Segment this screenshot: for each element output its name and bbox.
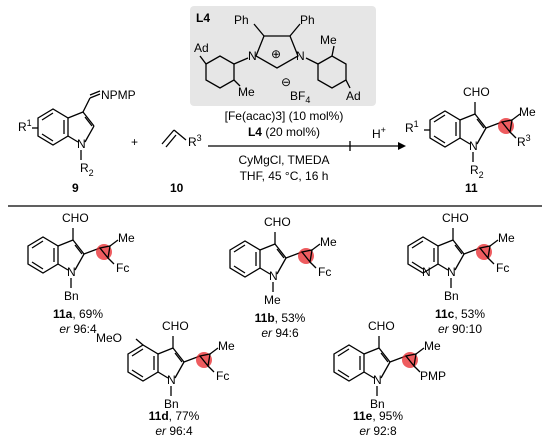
product-11-structure: [429, 101, 521, 163]
example-11c-er: er 90:10: [438, 322, 482, 336]
example-11d: MeO CHO Me Fc N Bn 11d, 77% er 96:4: [96, 319, 235, 438]
example-11a-cho: CHO: [62, 211, 89, 225]
ligand-ad-left: Ad: [194, 41, 209, 55]
product-11-label: 11: [465, 181, 478, 195]
ligand-loading: L4 (20 mol%): [248, 125, 320, 139]
ligand-imidazolinium-ring: [255, 35, 299, 69]
example-11c-yield: 11c, 53%: [435, 307, 485, 321]
example-11c: CHO Me Fc N N Bn 11c, 53% er 90:10: [407, 211, 515, 336]
example-11c-sub: Fc: [496, 261, 509, 275]
example-11c-n: N: [447, 265, 456, 279]
ligand-me-left: Me: [238, 85, 255, 99]
reactant-10: [161, 129, 187, 148]
reactant-10-r3: R3: [188, 133, 202, 149]
example-11e-me: Me: [424, 339, 441, 353]
example-11c-me: Me: [498, 231, 515, 245]
ligand-n-right: N: [296, 49, 305, 63]
example-11b-er: er 94:6: [261, 326, 299, 340]
reactant-9-n: N: [77, 137, 86, 151]
example-11a-yield: 11a, 69%: [53, 307, 103, 321]
catalyst-line: [Fe(acac)3] (10 mol%): [225, 109, 344, 123]
product-11-n: N: [469, 139, 478, 153]
ligand-name: L4: [196, 11, 210, 25]
example-11b-cho: CHO: [264, 215, 291, 229]
example-11b: CHO Me Fc N Me 11b, 53% er 94:6: [229, 215, 337, 340]
example-11e-nsub: Bn: [370, 397, 385, 411]
example-11b-me: Me: [320, 235, 337, 249]
ligand-ph-left: Ph: [234, 13, 249, 27]
ligand-ph-right: Ph: [300, 13, 315, 27]
product-11-r3: R3: [517, 133, 531, 149]
ligand-n-left: N: [248, 49, 257, 63]
example-11d-cho: CHO: [162, 319, 189, 333]
example-11c-cho: CHO: [442, 211, 469, 225]
example-11a-n: N: [67, 265, 76, 279]
reactant-10-label: 10: [170, 181, 184, 195]
product-11-r2: R2: [470, 163, 484, 180]
example-11e-cho: CHO: [368, 319, 395, 333]
example-11a-sub: Fc: [116, 261, 129, 275]
example-11e-yield: 11e, 95%: [353, 409, 403, 423]
ligand-counterion: BF4: [290, 89, 310, 105]
reactant-9-r1: R1: [18, 118, 32, 134]
ligand-me-right: Me: [320, 33, 337, 47]
example-11c-ring-n: N: [422, 265, 431, 279]
reaction-arrow-head: [398, 142, 406, 150]
example-11d-yield: 11d, 77%: [149, 409, 200, 423]
example-11c-nsub: Bn: [444, 289, 459, 303]
example-11d-meo: MeO: [96, 331, 122, 345]
example-11a-er: er 96:4: [59, 322, 97, 336]
reactant-9-label: 9: [72, 181, 79, 195]
example-11b-n: N: [269, 269, 278, 283]
example-11d-er: er 96:4: [155, 424, 193, 438]
example-11b-sub: Fc: [318, 265, 331, 279]
product-11-me: Me: [519, 105, 536, 119]
example-11e: CHO Me PMP N Bn 11e, 95% er 92:8: [333, 319, 446, 438]
reagents-line: CyMgCl, TMEDA: [238, 153, 329, 167]
example-11a-me: Me: [118, 231, 135, 245]
acid-workup: H+: [372, 125, 386, 141]
ligand-ad-right: Ad: [346, 89, 361, 103]
plus-sign: +: [131, 135, 138, 149]
example-11e-sub: PMP: [420, 369, 446, 383]
example-11b-nsub: Me: [264, 293, 281, 307]
reactant-9: [32, 90, 101, 160]
example-11e-er: er 92:8: [359, 424, 397, 438]
product-11-cho: CHO: [463, 85, 490, 99]
conditions-line: THF, 45 °C, 16 h: [240, 169, 329, 183]
ligand-panel: L4 Ph Ph N N ⊕ Ad Me Me Ad ⊖ BF4: [190, 6, 376, 106]
example-11a: CHO Me Fc N Bn 11a, 69% er 96:4: [27, 211, 135, 336]
example-11a-nsub: Bn: [64, 289, 79, 303]
example-11d-me: Me: [218, 339, 235, 353]
reactant-9-imine: NPMP: [101, 88, 136, 102]
example-11d-sub: Fc: [216, 369, 229, 383]
reactant-9-r2: R2: [80, 161, 94, 178]
ligand-plus-charge: ⊕: [271, 47, 281, 61]
ligand-minus-charge: ⊖: [281, 75, 291, 89]
example-11d-nsub: Bn: [164, 397, 179, 411]
example-11b-yield: 11b, 53%: [255, 311, 306, 325]
example-11e-n: N: [373, 373, 382, 387]
product-11-r1: R1: [405, 119, 419, 135]
example-11d-n: N: [167, 373, 176, 387]
ligand-box: [190, 6, 376, 106]
